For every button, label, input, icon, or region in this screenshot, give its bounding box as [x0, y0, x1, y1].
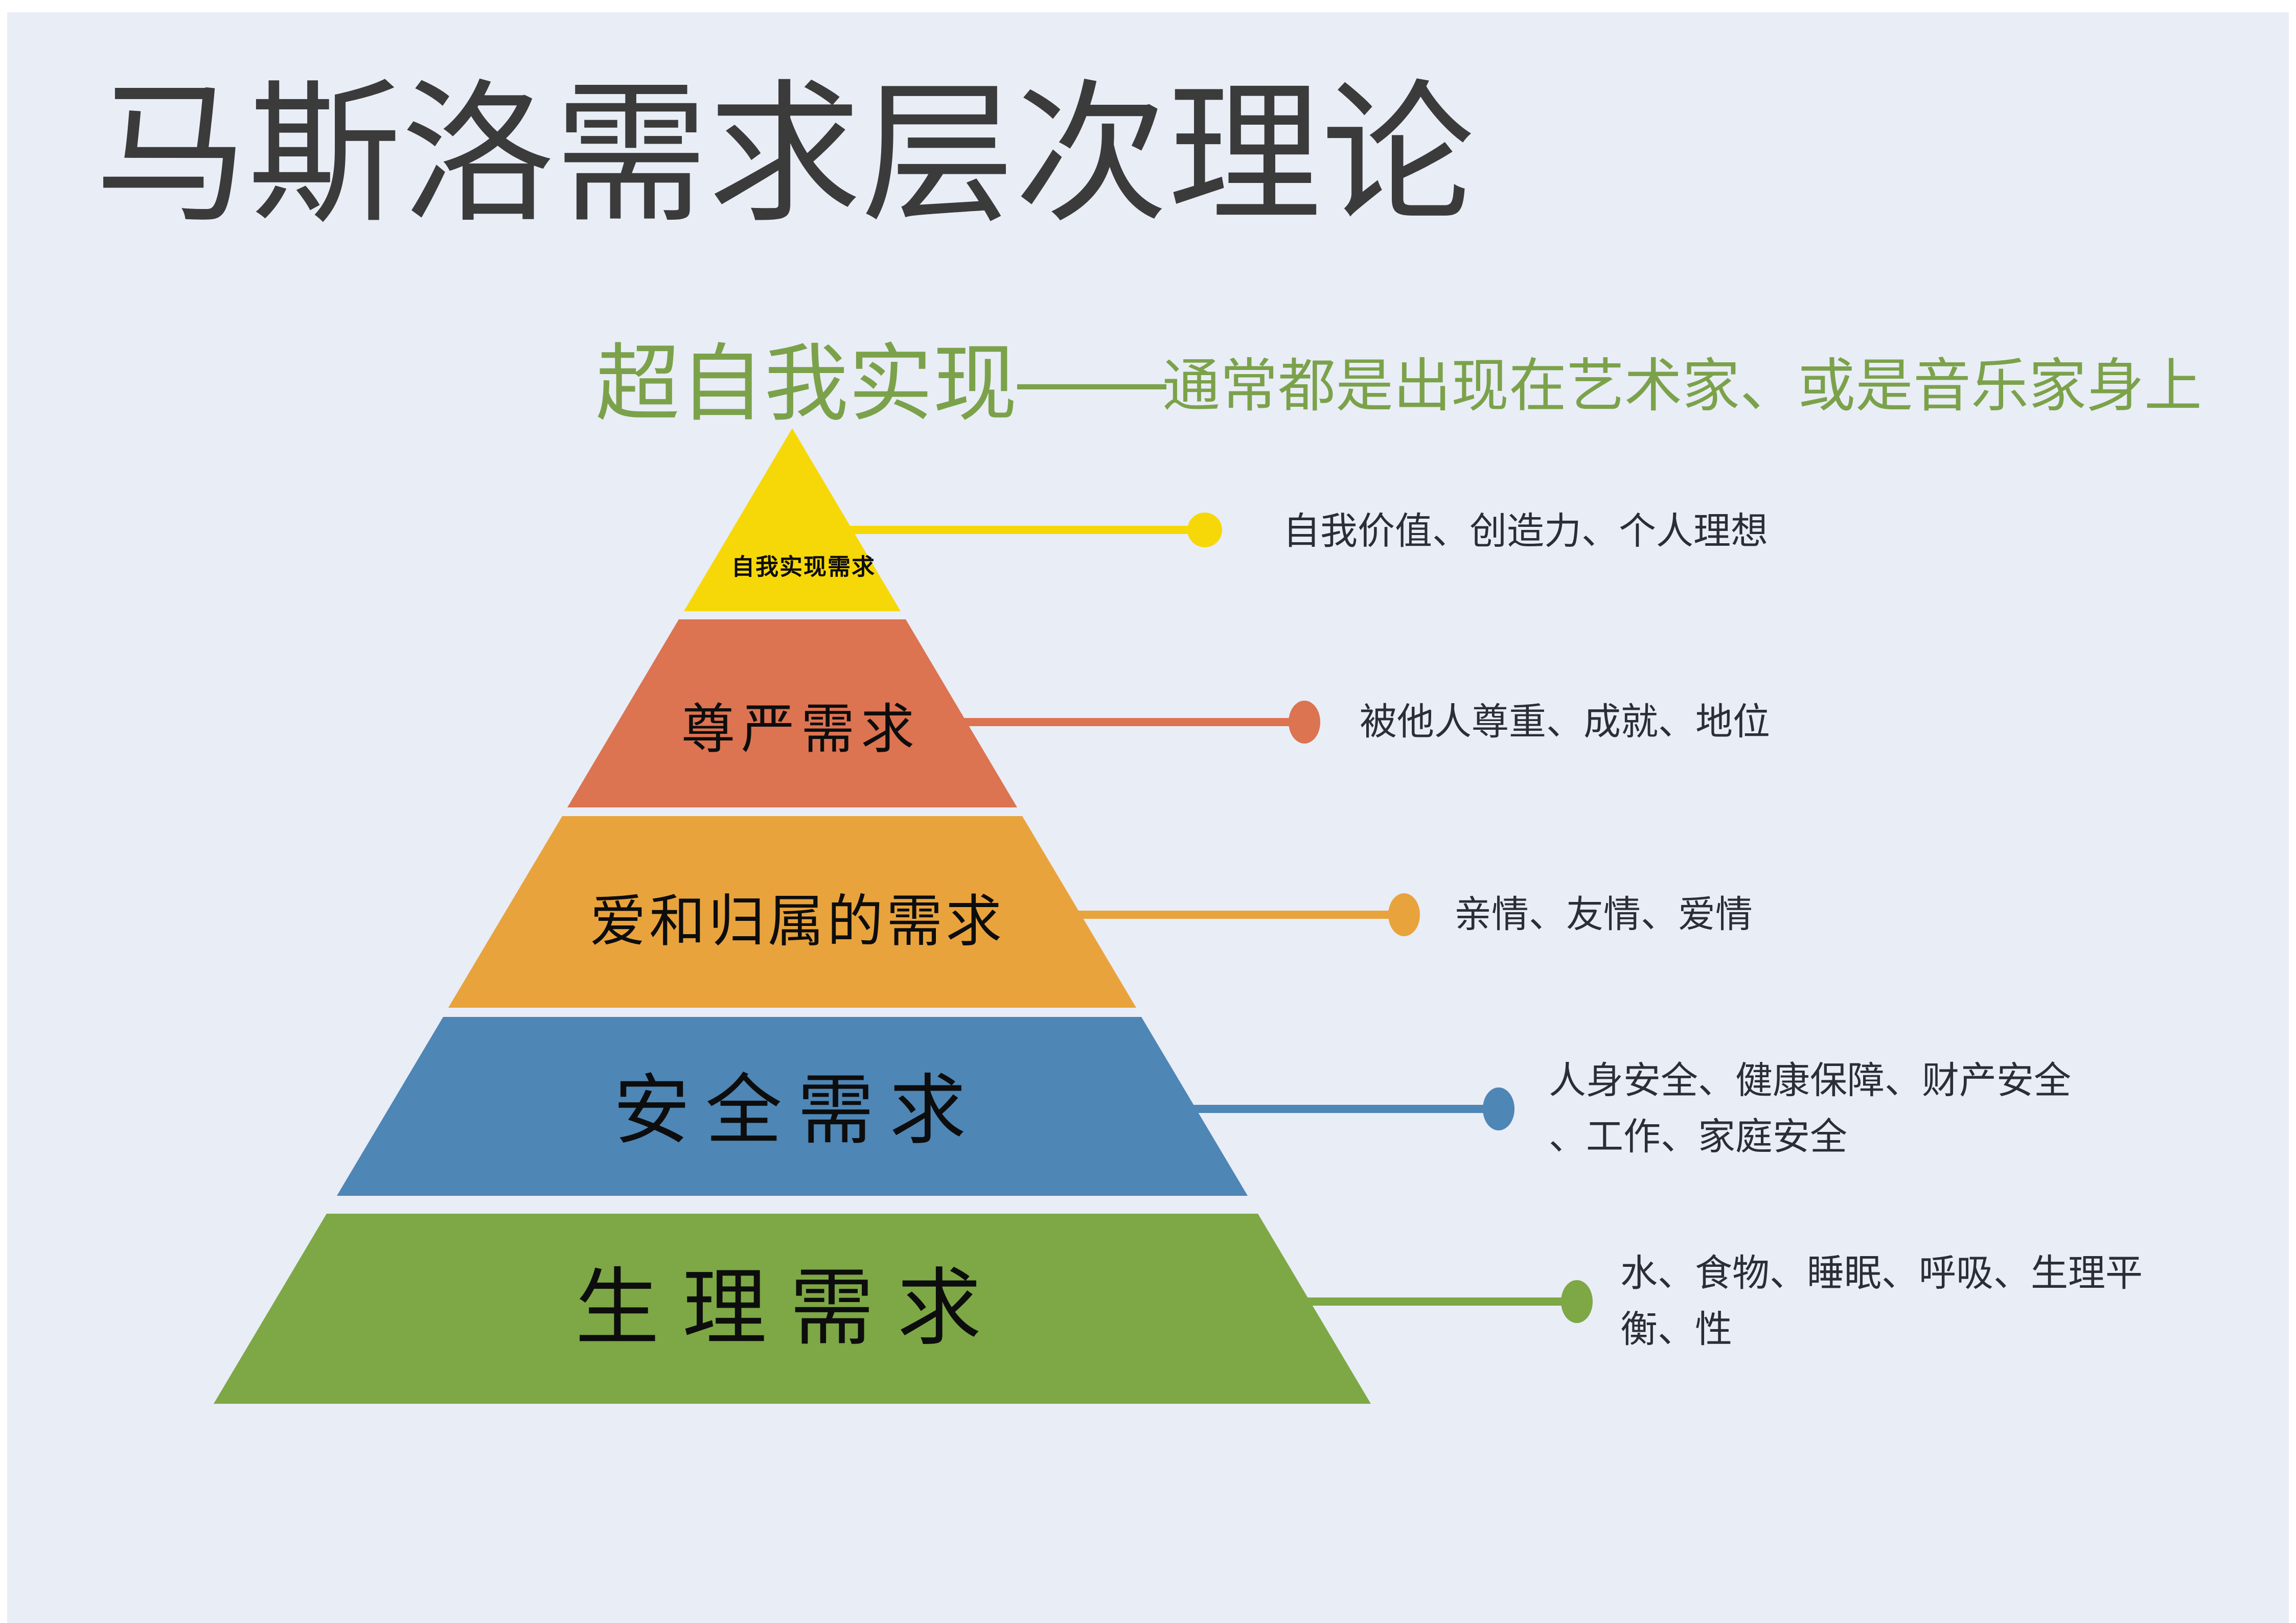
tier-4-label: 安全需求 [613, 1067, 982, 1153]
tier-5-physiological-shape [214, 1214, 1371, 1404]
tier-4-annotation-line-2: 、工作、家庭安全 [1549, 1116, 1847, 1157]
tier-1-label: 自我实现需求 [731, 553, 876, 580]
tier-5-bullet-dot-icon [1561, 1280, 1593, 1323]
tier-2-annotation-line: 被他人尊重、成就、地位 [1360, 701, 1770, 743]
tier-3-annotation: 亲情、友情、爱情 [1454, 887, 1753, 943]
transcendence-subtitle-dash: —— [1017, 337, 1166, 423]
tier-5-annotation-line-1: 水、食物、睡眠、呼吸、生理平 [1620, 1253, 2143, 1294]
tier-1-bullet-dot-icon [1187, 513, 1222, 547]
tier-5-annotation: 水、食物、睡眠、呼吸、生理平 衡、性 [1620, 1245, 2143, 1358]
tier-4-bullet-dot-icon [1483, 1087, 1514, 1130]
tier-2-esteem-shape [567, 619, 1017, 807]
tier-2-label: 尊严需求 [681, 700, 921, 759]
tier-5-annotation-line-2: 衡、性 [1620, 1309, 1732, 1350]
tier-4-annotation: 人身安全、健康保障、财产安全 、工作、家庭安全 [1549, 1053, 2071, 1165]
tier-4-annotation-line-1: 人身安全、健康保障、财产安全 [1549, 1060, 2071, 1101]
transcendence-subtitle-main: 超自我实现 [595, 337, 1017, 431]
tier-3-bullet-dot-icon [1388, 893, 1420, 936]
transcendence-subtitle: 超自我实现 —— 通常都是出现在艺术家、或是音乐家身上 [595, 341, 2202, 426]
tier-1-annotation-line: 自我价值、创造力、个人理想 [1283, 511, 1768, 552]
transcendence-subtitle-detail: 通常都是出现在艺术家、或是音乐家身上 [1162, 354, 2202, 418]
tier-3-annotation-line: 亲情、友情、爱情 [1454, 894, 1753, 935]
page-title: 马斯洛需求层次理论 [95, 68, 1475, 240]
tier-5-label: 生理需求 [575, 1261, 1004, 1355]
tier-2-annotation: 被他人尊重、成就、地位 [1360, 694, 1770, 750]
tier-1-annotation: 自我价值、创造力、个人理想 [1283, 503, 1768, 560]
tier-1-self-actualization-shape [684, 428, 901, 611]
tier-4-safety-shape [337, 1017, 1248, 1196]
tier-2-bullet-dot-icon [1289, 701, 1320, 744]
tier-3-label: 爱和归属的需求 [590, 890, 1005, 953]
tier-3-love-belonging-shape [448, 816, 1136, 1008]
